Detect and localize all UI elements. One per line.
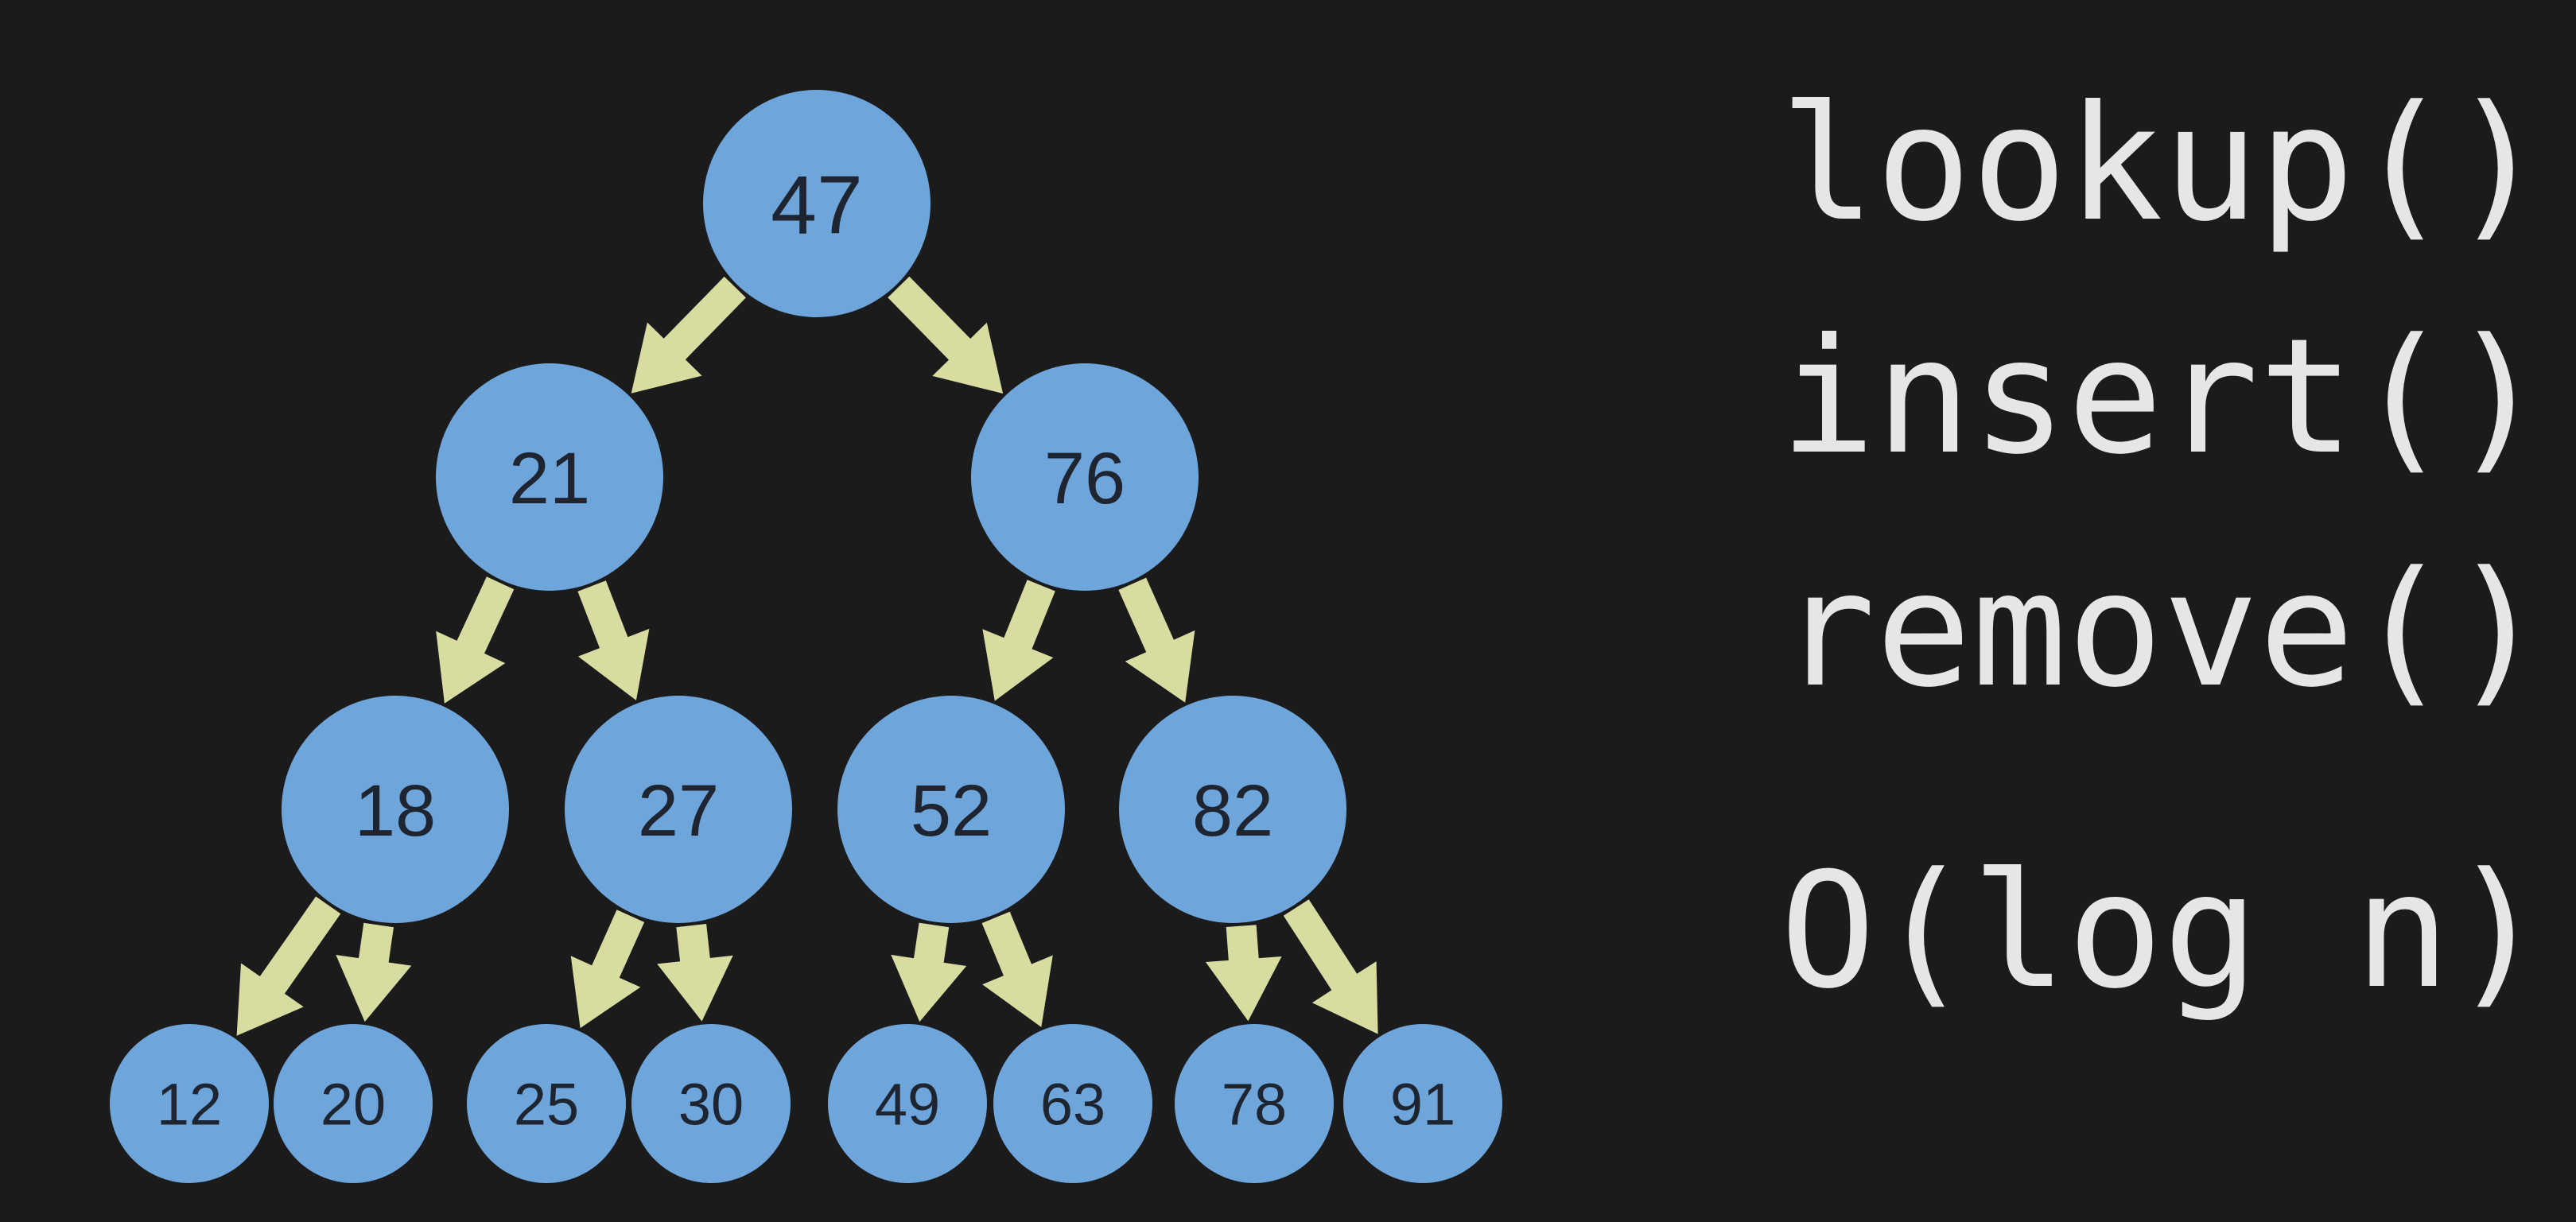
tree-node-25: 25 <box>467 1024 626 1183</box>
tree-node-49: 49 <box>828 1024 987 1183</box>
node-circle <box>703 90 931 317</box>
node-value: 47 <box>771 159 863 251</box>
node-value: 21 <box>509 438 590 519</box>
operations-list: lookup() insert() remove() <box>1780 48 2546 747</box>
tree-node-21: 21 <box>436 363 663 591</box>
node-value: 25 <box>514 1072 579 1138</box>
tree-node-63: 63 <box>993 1024 1152 1183</box>
node-value: 20 <box>321 1072 386 1138</box>
tree-node-52: 52 <box>837 696 1065 923</box>
node-value: 91 <box>1390 1072 1455 1138</box>
tree-node-30: 30 <box>631 1024 791 1183</box>
node-value: 78 <box>1222 1072 1287 1138</box>
node-value: 49 <box>875 1072 940 1138</box>
node-circle <box>993 1024 1152 1183</box>
node-value: 18 <box>355 770 436 852</box>
edge-arrow-82-to-91 <box>1283 899 1378 1034</box>
node-circle <box>1175 1024 1334 1183</box>
edge-arrow-21-to-18 <box>436 576 515 704</box>
node-circle <box>631 1024 791 1183</box>
node-circle <box>467 1024 626 1183</box>
tree-node-20: 20 <box>274 1024 433 1183</box>
node-value: 12 <box>157 1072 222 1138</box>
node-value: 82 <box>1192 770 1273 852</box>
operation-lookup: lookup() <box>1780 72 2547 257</box>
edge-arrow-76-to-52 <box>982 580 1055 701</box>
edge-arrow-27-to-30 <box>657 924 733 1022</box>
complexity-label: O(log n) <box>1780 839 2547 1024</box>
node-value: 52 <box>911 770 992 852</box>
node-circle <box>1119 696 1346 923</box>
tree-node-82: 82 <box>1119 696 1346 923</box>
node-circle <box>971 363 1199 591</box>
edge-arrow-18-to-20 <box>336 922 412 1022</box>
edge-arrow-21-to-27 <box>577 580 650 700</box>
edge-arrow-18-to-12 <box>236 896 341 1036</box>
tree-node-47: 47 <box>703 90 931 317</box>
node-value: 76 <box>1044 438 1125 519</box>
operation-insert: insert() <box>1780 305 2547 490</box>
edge-arrow-76-to-82 <box>1118 577 1195 703</box>
node-circle <box>274 1024 433 1183</box>
operation-remove: remove() <box>1780 537 2547 723</box>
node-circle <box>110 1024 269 1183</box>
node-value: 63 <box>1040 1072 1105 1138</box>
node-circle <box>828 1024 987 1183</box>
node-circle <box>282 696 509 923</box>
node-value: 27 <box>638 770 719 852</box>
edge-arrow-47-to-21 <box>631 276 746 394</box>
tree-nodes: 47 21 76 12 20 18 27 25 30 49 63 52 82 78 91 <box>110 90 1502 1183</box>
edge-arrow-52-to-49 <box>891 922 967 1022</box>
tree-node-12: 12 <box>110 1024 269 1183</box>
tree-edges <box>236 276 1378 1036</box>
node-circle <box>436 363 663 591</box>
node-circle <box>837 696 1065 923</box>
tree-node-78: 78 <box>1175 1024 1334 1183</box>
tree-node-18: 18 <box>282 696 509 923</box>
node-value: 30 <box>678 1072 744 1138</box>
edge-arrow-82-to-78 <box>1205 925 1282 1022</box>
tree-node-91: 91 <box>1343 1024 1502 1183</box>
node-circle <box>1343 1024 1502 1183</box>
tree-node-76: 76 <box>971 363 1199 591</box>
node-circle <box>565 696 792 923</box>
edge-arrow-47-to-76 <box>888 276 1004 394</box>
edge-arrow-27-to-25 <box>570 910 645 1029</box>
edge-arrow-52-to-63 <box>981 911 1053 1027</box>
tree-node-27: 27 <box>565 696 792 923</box>
